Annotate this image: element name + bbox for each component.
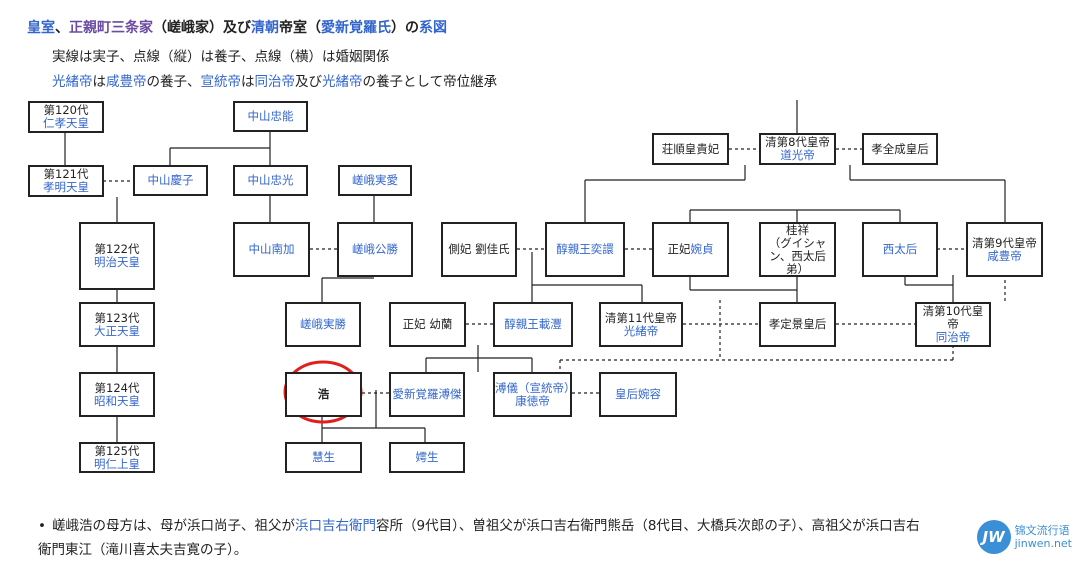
box-emperor-125: 第125代 明仁上皇 (79, 442, 155, 473)
box-label: （グイシャン、西太后弟） (768, 235, 827, 276)
emperor-link[interactable]: 孝明天皇 (43, 180, 89, 194)
footnote-part: 衛門東江（滝川喜太夫吉寛の子）。 (38, 542, 248, 558)
tongzhi-link[interactable]: 同治帝 (935, 330, 971, 344)
box-label: 清第8代皇帝 (765, 135, 830, 149)
box-label: 第120代 (43, 103, 89, 117)
note-text: の養子として帝位継承 (362, 74, 498, 90)
note-text: の養子、 (146, 74, 201, 90)
bullet-dot: • (38, 518, 46, 534)
footnote-part: 嵯峨浩の母方は、母が浜口尚子、祖父が (52, 518, 295, 534)
box-qing8: 清第8代皇帝 道光帝 (759, 133, 836, 165)
succession-note: 光緒帝は咸豊帝の養子、宣統帝は同治帝及び光緒帝の養子として帝位継承 (52, 70, 497, 90)
link-guangxu-2[interactable]: 光緒帝 (322, 74, 363, 90)
emperor-link[interactable]: 明仁上皇 (94, 456, 140, 471)
box-nakayama-yoshiko[interactable]: 中山慶子 (133, 165, 208, 196)
box-label: 第125代 (94, 443, 140, 458)
note-text: 及び (295, 74, 322, 90)
watermark-logo-icon: JW (976, 520, 1011, 554)
box-emperor-120: 第120代 仁孝天皇 (28, 101, 104, 133)
title-text: （嵯峨家）及び (153, 20, 251, 36)
watermark-line: 锦文流行语 (1014, 524, 1070, 537)
box-label: 清第10代皇帝 (922, 304, 984, 331)
box-emperor-124: 第124代 昭和天皇 (79, 372, 155, 417)
box-saga-kinkatsu[interactable]: 嵯峨公勝 (337, 222, 413, 277)
box-label: 第123代 (94, 310, 140, 325)
wanrong-link[interactable]: 婉容 (638, 387, 661, 401)
link-tongzhi[interactable]: 同治帝 (254, 74, 296, 90)
box-keisho: 桂祥 （グイシャン、西太后弟） (759, 222, 836, 277)
box-emperor-123: 第123代 大正天皇 (79, 302, 155, 347)
box-nakayama-naruka[interactable]: 中山南加 (233, 222, 310, 277)
emperor-link[interactable]: 昭和天皇 (94, 393, 140, 408)
legend-note: 実線は実子、点線（縦）は養子、点線（横）は婚姻関係 (52, 49, 390, 65)
watermark-line: jinwen.net (1014, 537, 1072, 550)
watermark: JW 锦文流行语 jinwen.net (976, 520, 1072, 554)
emperor-link[interactable]: 仁孝天皇 (43, 116, 89, 130)
guangxu-link[interactable]: 光緒帝 (623, 323, 659, 338)
box-aishin-fuketsu[interactable]: 愛新覚羅溥傑 (389, 372, 465, 417)
box-seitaigo[interactable]: 西太后 (862, 222, 938, 277)
kangde-link[interactable]: 康徳帝 (515, 393, 550, 408)
footnote-text: 嵯峨浩の母方は、母が浜口尚子、祖父が浜口吉右衛門容所（9代目）、曽祖父が浜口吉右… (38, 514, 920, 562)
title-link-qing[interactable]: 清朝 (251, 20, 279, 36)
box-kozen: 孝全成皇后 (862, 133, 938, 165)
title-link-ogimachi[interactable]: 正親町三条家 (69, 20, 153, 36)
box-sokuhi-ryu: 側妃 劉佳氏 (441, 222, 517, 277)
box-saga-sanekatsu[interactable]: 嵯峨実勝 (285, 302, 361, 347)
box-hiro: 浩 (285, 372, 362, 417)
title-text: 帝室（ (279, 20, 321, 36)
box-label: 正妃 (667, 242, 691, 256)
box-empress-wanrong: 皇后 婉容 (599, 372, 677, 417)
title-link-aisin[interactable]: 愛新覚羅氏 (321, 20, 391, 36)
box-emperor-121: 第121代 孝明天皇 (28, 165, 104, 197)
box-label: 桂祥 (786, 222, 809, 237)
box-soshun: 荘順皇貴妃 (652, 133, 729, 165)
box-qing11: 清第11代皇帝 光緒帝 (599, 302, 683, 347)
link-hamaguchi[interactable]: 浜口吉右衛門 (295, 518, 376, 534)
enzei-link[interactable]: 婉貞 (690, 242, 714, 256)
page-title: 皇室、正親町三条家（嵯峨家）及び清朝帝室（愛新覚羅氏）の系図 (27, 17, 447, 37)
box-seihi-enzei: 正妃 婉貞 (652, 222, 729, 277)
daoguang-link[interactable]: 道光帝 (780, 148, 815, 162)
watermark-text: 锦文流行语 jinwen.net (1015, 524, 1072, 550)
box-label: 第122代 (94, 242, 140, 256)
link-guangxu[interactable]: 光緒帝 (52, 74, 93, 90)
box-koteikei: 孝定景皇后 (759, 302, 836, 347)
xianfeng-link[interactable]: 咸豊帝 (987, 248, 1022, 263)
box-label: 第124代 (94, 380, 140, 395)
box-emperor-122: 第122代 明治天皇 (79, 222, 155, 290)
title-link-genealogy[interactable]: 系図 (419, 20, 447, 36)
puyi-link[interactable]: 溥儀（宣統帝） (495, 380, 576, 395)
box-qing10: 清第10代皇帝 同治帝 (915, 302, 991, 347)
box-qing9: 清第9代皇帝 咸豊帝 (966, 222, 1043, 277)
title-text: ）の (391, 20, 419, 36)
box-nakayama-tadamitsu[interactable]: 中山忠光 (233, 165, 308, 196)
link-xianfeng[interactable]: 咸豊帝 (106, 74, 147, 90)
footnote-part: 容所（9代目）、曽祖父が浜口吉右衛門熊岳（8代目、大橋兵次郎の子）、高祖父が浜口… (376, 518, 920, 534)
box-label: 清第9代皇帝 (972, 235, 1037, 250)
title-text: 、 (55, 20, 69, 36)
box-label: 清第11代皇帝 (604, 310, 678, 325)
title-link-imperial[interactable]: 皇室 (27, 20, 55, 36)
note-text: は (92, 74, 107, 90)
box-seihi-yuran: 正妃 幼蘭 (389, 302, 466, 347)
box-kosei[interactable]: 嫮生 (389, 442, 465, 473)
empress-link[interactable]: 皇后 (615, 387, 638, 401)
note-text: は (241, 74, 255, 90)
box-saga-sanenaru[interactable]: 嵯峨実愛 (338, 165, 412, 196)
box-jun-yixuan[interactable]: 醇親王奕譞 (545, 222, 625, 277)
box-jun-zaifeng[interactable]: 醇親王載灃 (493, 302, 573, 347)
box-label: 第121代 (43, 167, 89, 181)
box-eisei[interactable]: 慧生 (285, 442, 362, 473)
emperor-link[interactable]: 大正天皇 (94, 323, 140, 338)
box-nakayama-tadayasu[interactable]: 中山忠能 (233, 101, 308, 132)
emperor-link[interactable]: 明治天皇 (94, 255, 140, 269)
box-puyi: 溥儀（宣統帝） 康徳帝 (493, 372, 576, 417)
link-xuantong[interactable]: 宣統帝 (200, 74, 242, 90)
